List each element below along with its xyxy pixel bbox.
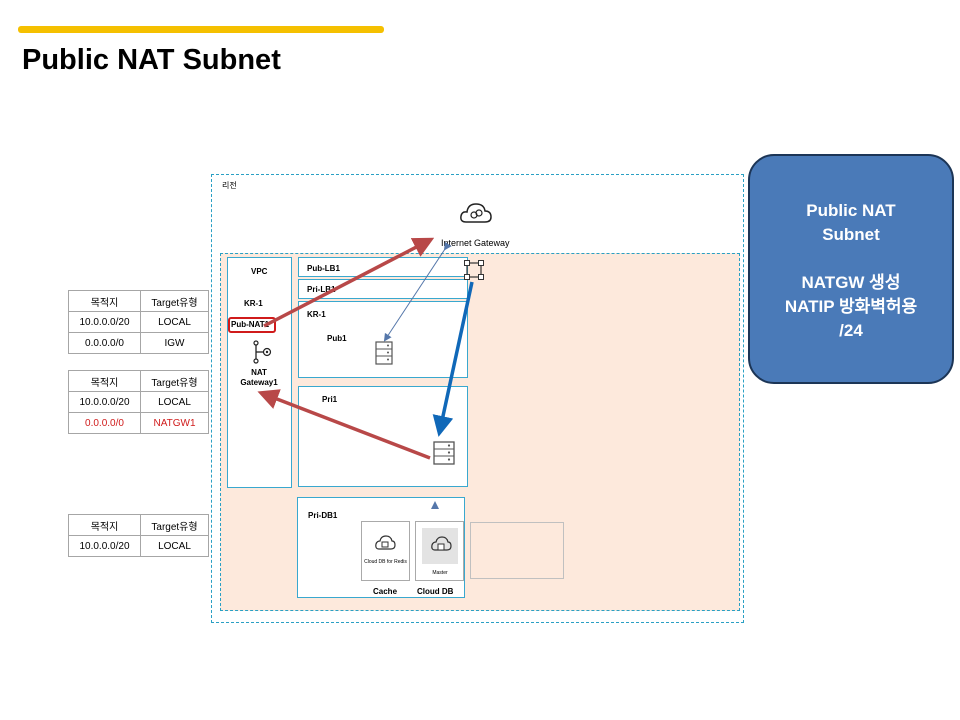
cloud-db-label: Cloud DB — [417, 587, 454, 596]
region-label: 리전 — [222, 181, 237, 190]
callout-line: Public NAT — [806, 201, 896, 220]
callout-line: NATIP 방화벽허용 — [784, 297, 918, 316]
nat-gateway-icon — [253, 340, 272, 364]
nat-to-igw-arrow — [263, 237, 435, 328]
zone-left-box — [227, 257, 292, 488]
igw-label-backdrop — [436, 236, 528, 253]
pri-subnet-label: Pri1 — [322, 395, 338, 404]
server-to-nat-arrow — [257, 389, 431, 460]
master-label: Master — [432, 570, 448, 576]
callout-box: Public NAT Subnet NATGW 생성 NATIP 방화벽허용 /… — [748, 154, 954, 384]
rt-header-dest: 목적지 — [68, 290, 141, 312]
pub-lb-label: Pub-LB1 — [307, 264, 340, 273]
database-icon — [431, 536, 452, 551]
rt-dest-highlight: 0.0.0.0/0 — [68, 412, 141, 434]
server-icon — [375, 341, 393, 365]
load-balancer-icon — [464, 260, 484, 280]
igw-pub-arrow — [383, 241, 452, 342]
rt-dest: 10.0.0.0/20 — [68, 311, 141, 333]
rt-dest: 0.0.0.0/0 — [68, 332, 141, 354]
standby-db-outline — [470, 522, 564, 579]
title-accent-bar — [18, 26, 384, 33]
region-container — [211, 174, 744, 623]
cache-label: Cache — [373, 587, 398, 596]
internet-gateway-label: Internet Gateway — [441, 238, 510, 248]
rt-target: LOCAL — [140, 535, 209, 557]
slide-title: Public NAT Subnet — [22, 44, 281, 76]
vpc-label: VPC — [251, 267, 268, 276]
server-icon — [433, 441, 455, 465]
rt-header-target: Target유형 — [140, 514, 209, 536]
rt-dest: 10.0.0.0/20 — [68, 535, 141, 557]
rt-dest: 10.0.0.0/20 — [68, 391, 141, 413]
redis-label: Cloud DB for Redis — [364, 559, 407, 565]
redis-icon — [375, 535, 396, 550]
zone-right-label: KR-1 — [307, 310, 326, 319]
lb-to-server-arrow — [432, 281, 474, 437]
pub-subnet-label: Pub1 — [327, 334, 347, 343]
callout-line: Subnet — [822, 225, 880, 244]
nat-gateway-label: NAT Gateway1 — [240, 368, 278, 387]
pub-nat-highlight — [228, 317, 276, 333]
redis-box — [361, 521, 410, 581]
pri-lb-label: Pri-LB1 — [307, 285, 336, 294]
callout-line: /24 — [839, 321, 863, 340]
pub-nat-label: Pub-NAT1 — [231, 320, 270, 329]
rt-target: LOCAL — [140, 391, 209, 413]
rt-header-dest: 목적지 — [68, 514, 141, 536]
rt-target-highlight: NATGW1 — [140, 412, 209, 434]
zone-left-label: KR-1 — [244, 299, 263, 308]
rt-header-target: Target유형 — [140, 290, 209, 312]
callout-line: NATGW 생성 — [801, 273, 901, 292]
rt-target: LOCAL — [140, 311, 209, 333]
rt-target: IGW — [140, 332, 209, 354]
cloud-icon — [460, 203, 492, 223]
rt-header-dest: 목적지 — [68, 370, 141, 392]
pri-db-label: Pri-DB1 — [308, 511, 338, 520]
rt-header-target: Target유형 — [140, 370, 209, 392]
